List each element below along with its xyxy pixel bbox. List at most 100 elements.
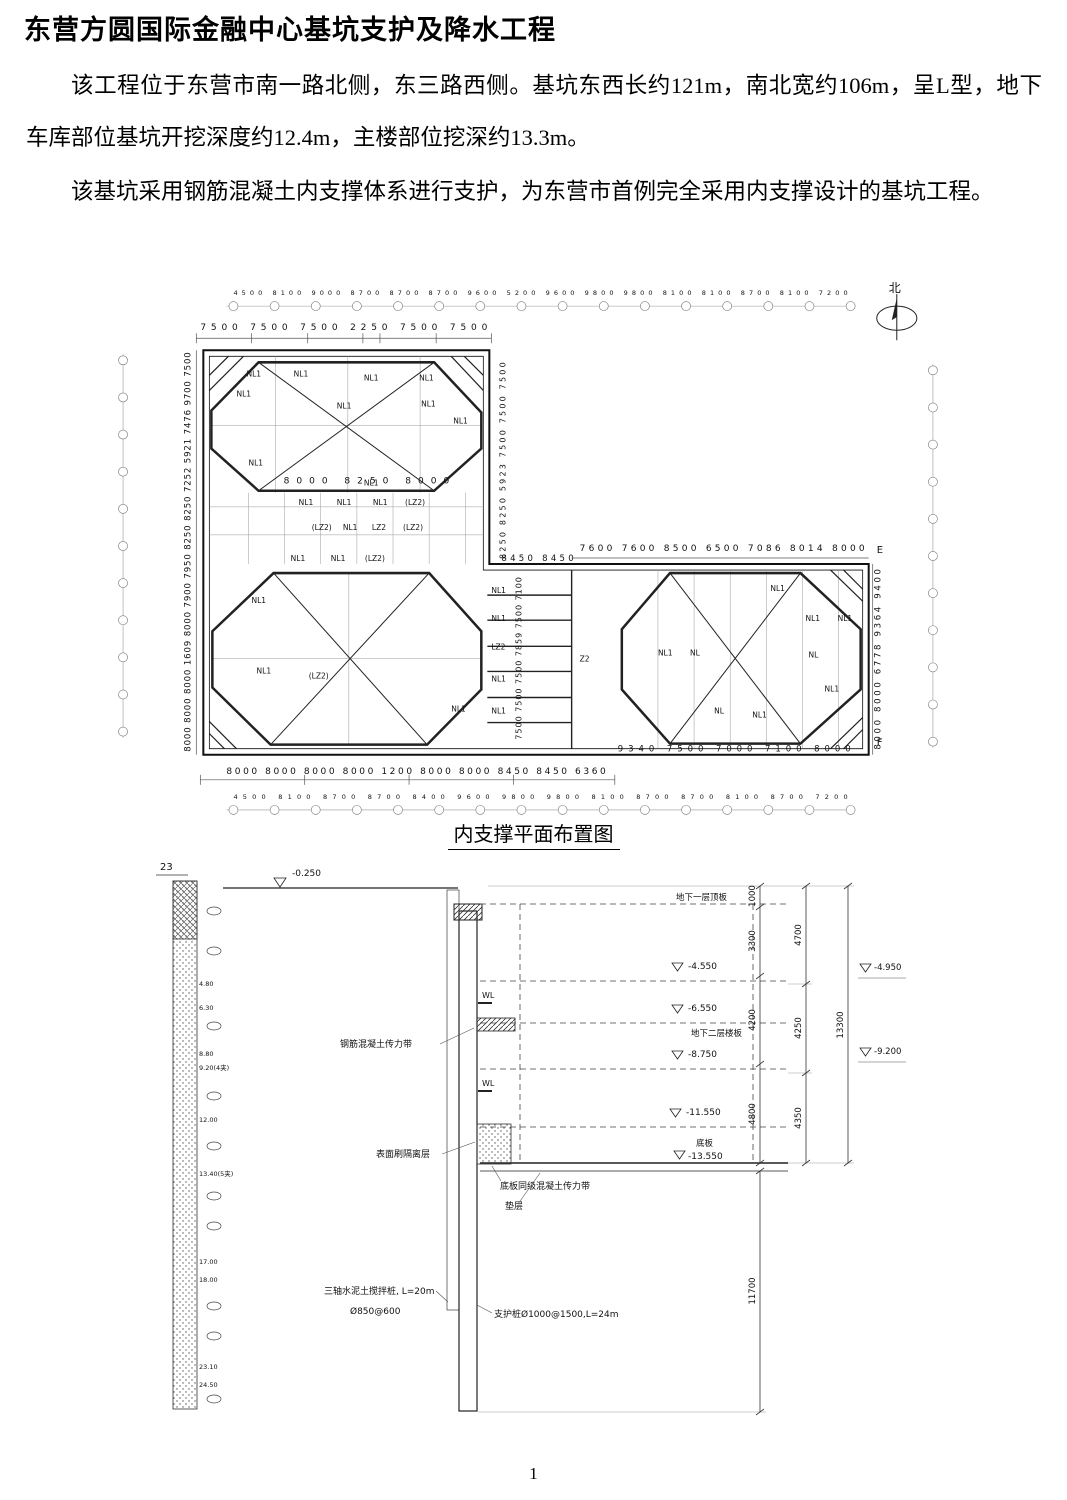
dim-4250: 4250 (794, 1017, 804, 1039)
svg-text:NL1: NL1 (337, 401, 352, 410)
svg-text:NL: NL (714, 707, 725, 716)
b1-roof-label: 地下一层顶板 (676, 892, 728, 903)
svg-text:NL: NL (808, 650, 819, 659)
plan-axis-bottom-dims: 4500 8100 8700 8700 8400 9600 9800 9800 … (233, 793, 847, 801)
svg-text:LZ2: LZ2 (491, 642, 505, 651)
svg-text:(LZ2): (LZ2) (405, 498, 425, 507)
page-title: 东营方圆国际金融中心基坑支护及降水工程 (24, 15, 556, 45)
svg-text:NL1: NL1 (294, 369, 309, 378)
right-level-lower: -9.200 (858, 1047, 906, 1063)
svg-text:18.00: 18.00 (199, 1276, 218, 1284)
waler-label-upper: WL (482, 991, 495, 1000)
north-label: 北 (889, 281, 901, 295)
svg-text:NL1: NL1 (825, 684, 840, 693)
svg-text:NL1: NL1 (491, 614, 506, 623)
axis-label-e: E (877, 545, 883, 556)
svg-text:-13.550: -13.550 (688, 1152, 723, 1162)
svg-text:NL1: NL1 (236, 389, 251, 398)
svg-text:NL1: NL1 (248, 459, 263, 468)
paragraph-project-location: 该工程位于东营市南一路北侧，东三路西侧。基坑东西长约121m，南北宽约106m，… (26, 73, 1042, 150)
plan-dims-junction: 8450 8450 (501, 554, 573, 564)
dim-chain-c (843, 882, 853, 1167)
dim-4200: 4200 (748, 1009, 758, 1031)
support-pile (458, 910, 478, 1412)
svg-text:NL1: NL1 (343, 523, 358, 532)
axis-label-f: F (877, 738, 883, 749)
mixing-pile-leader (435, 1290, 449, 1303)
dim-4350: 4350 (794, 1107, 804, 1129)
basement-outline (480, 903, 788, 1163)
svg-text:LZ2: LZ2 (372, 523, 386, 532)
svg-text:Z2: Z2 (580, 654, 590, 663)
svg-text:(LZ2): (LZ2) (309, 671, 329, 680)
svg-text:NL1: NL1 (257, 666, 272, 675)
base-transfer-block (476, 1123, 512, 1165)
dim-13300: 13300 (836, 1011, 846, 1038)
svg-text:-4.550: -4.550 (688, 962, 717, 972)
svg-text:NL1: NL1 (491, 586, 506, 595)
surface-layer-label: 表面刷隔离层 (376, 1148, 430, 1160)
svg-text:NL1: NL1 (838, 614, 853, 623)
borehole-column (156, 874, 198, 1410)
svg-text:NL1: NL1 (246, 369, 261, 378)
brace-labels: NL1 NL1 NL1 NL1 NL1 NL1 NL1 NL1 NL1 NL1 … (236, 369, 852, 719)
svg-text:NL1: NL1 (337, 498, 352, 507)
plan-dims-ladder: 7500 7500 7500 7859 7500 7100 (514, 577, 523, 740)
plan-figure: 北 4500 8100 9000 8700 8700 8700 9600 520… (108, 280, 956, 832)
svg-text:NL1: NL1 (364, 373, 379, 382)
plan-dims-wing-top: 7600 7600 8500 6500 7086 8014 8000 (580, 544, 865, 554)
svg-text:NL1: NL1 (331, 554, 346, 563)
rc-transfer-label: 钢筋混凝土传力带 (340, 1038, 412, 1050)
svg-text:12.00: 12.00 (199, 1116, 218, 1124)
svg-text:NL: NL (690, 648, 701, 657)
svg-text:NL1: NL1 (453, 417, 468, 426)
plan-dims-bottom: 8000 8000 8000 8000 1200 8000 8000 8450 … (226, 767, 606, 777)
svg-text:地下二层楼板: 地下二层楼板 (691, 1028, 743, 1039)
support-pile-label: 支护桩Ø1000@1500,L=24m (494, 1308, 619, 1320)
plan-dims-wing-bottom: 9340 7500 7000 7100 8000 (618, 745, 851, 755)
svg-text:-9.200: -9.200 (874, 1047, 901, 1057)
svg-text:13.40(5夹): 13.40(5夹) (199, 1169, 233, 1178)
svg-text:NL1: NL1 (770, 584, 785, 593)
ground-level-value: -0.250 (292, 869, 321, 879)
plan-axis-right-bubbles (928, 364, 938, 748)
svg-text:NL1: NL1 (491, 674, 506, 683)
svg-text:NL1: NL1 (752, 711, 767, 720)
svg-text:8.80: 8.80 (199, 1050, 213, 1058)
right-level-upper: -4.950 (858, 963, 906, 979)
plan-axis-left-bubbles (118, 354, 128, 738)
svg-text:4.80: 4.80 (199, 980, 213, 988)
dim-11700: 11700 (748, 1277, 758, 1304)
section-drawing: 23 4.80 6.30 8.80 9.20(4夹) 12.00 13.40(5… (156, 862, 906, 1416)
svg-text:-4.950: -4.950 (874, 963, 901, 973)
ground-level-mark (223, 877, 458, 889)
svg-text:(LZ2): (LZ2) (365, 554, 385, 563)
svg-text:-6.550: -6.550 (688, 1004, 717, 1014)
svg-text:NL1: NL1 (299, 498, 314, 507)
plan-dimline-bottom (199, 774, 616, 785)
svg-text:9.20(4夹): 9.20(4夹) (199, 1063, 229, 1072)
dim-chain-a (755, 882, 765, 1416)
svg-text:NL1: NL1 (373, 498, 388, 507)
dim-1000: 1000 (748, 885, 758, 907)
svg-text:6.30: 6.30 (199, 1004, 213, 1012)
pit-wall-outline (202, 349, 870, 756)
base-transfer-leader (491, 1165, 502, 1182)
crown-beam (453, 903, 483, 921)
svg-text:23.10: 23.10 (199, 1363, 218, 1371)
borehole-depth-labels: 4.80 6.30 8.80 9.20(4夹) 12.00 13.40(5夹) … (199, 980, 233, 1389)
plan-drawing: 北 4500 8100 9000 8700 8700 8700 9600 520… (118, 281, 938, 815)
dim-extension-lines (478, 885, 854, 1413)
svg-text:(LZ2): (LZ2) (312, 523, 332, 532)
paragraph-support-system: 该基坑采用钢筋混凝土内支撑体系进行支护，为东营市首例完全采用内支撑设计的基坑工程… (71, 179, 994, 204)
plan-dims-top: 7500 7500 7500 2250 7500 7500 (200, 323, 487, 333)
plan-caption: 内支撑平面布置图 (0, 818, 1067, 850)
svg-text:NL1: NL1 (419, 373, 434, 382)
svg-text:底板: 底板 (696, 1138, 714, 1149)
svg-text:-8.750: -8.750 (688, 1050, 717, 1060)
cushion-leader (517, 1172, 541, 1205)
plan-axis-top-bubbles (226, 301, 856, 311)
inner-support-braces (208, 355, 864, 750)
plan-axis-bottom-bubbles (226, 805, 856, 815)
